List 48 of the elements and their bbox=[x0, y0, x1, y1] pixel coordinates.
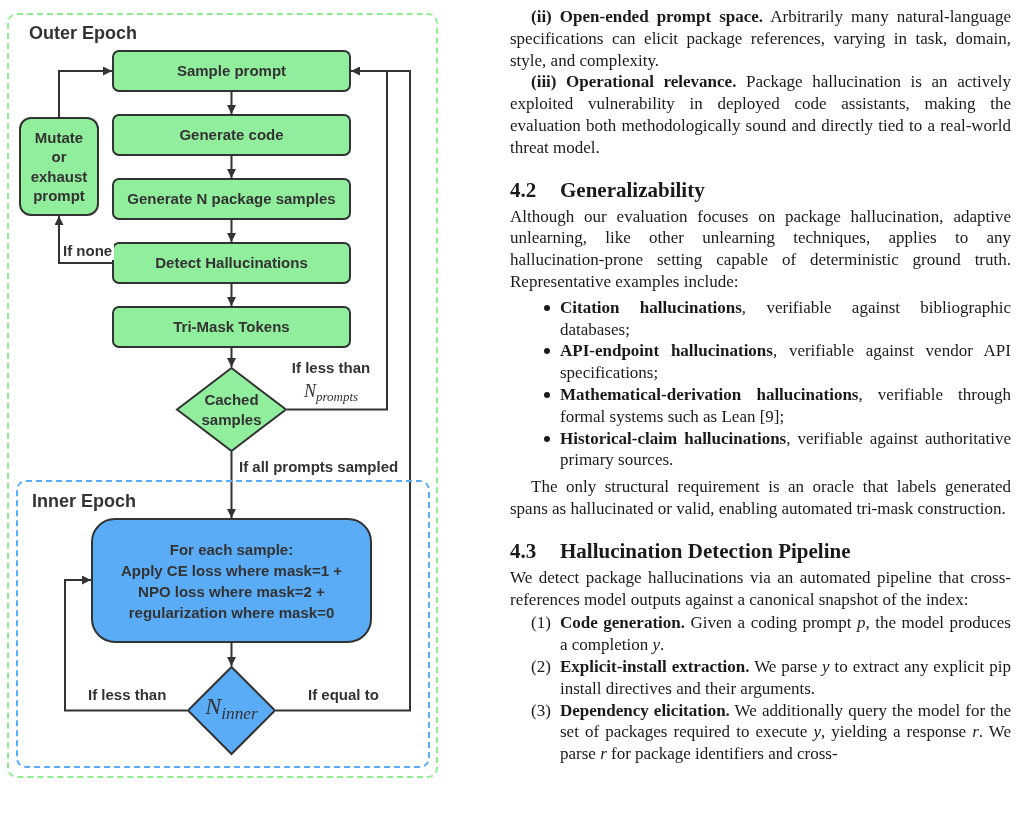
connector-line bbox=[286, 70, 388, 411]
edge-label: If none bbox=[61, 241, 115, 260]
list-item-text: Mathematical-derivation hallucinations, verifiable through formal systems such as Lean [9]; bbox=[560, 383, 1011, 428]
process-box bbox=[91, 518, 372, 643]
decision-diamond: Cached samples bbox=[176, 367, 287, 452]
arrow bbox=[54, 215, 113, 264]
list-number: (3) bbox=[531, 699, 551, 722]
arrow bbox=[227, 91, 236, 115]
process-box: Detect Hallucinations bbox=[112, 242, 351, 284]
group-title: Inner Epoch bbox=[32, 490, 136, 512]
section-number: 4.3 bbox=[510, 537, 538, 564]
paragraph: Although our evaluation focuses on package hallucination, adaptive unlearning, like other unlearning techniques, applies to any hallucination-prone setting capable of deterministic ground truth. Representative examples include: bbox=[510, 205, 1011, 293]
list-item-text: Code generation. Given a coding prompt p, the model produces a completion y. bbox=[560, 612, 1011, 656]
box-heading: For each sample: bbox=[169, 539, 294, 560]
list-number: (1) bbox=[531, 612, 551, 635]
process-box: Generate code bbox=[112, 114, 351, 156]
list-number: (2) bbox=[531, 655, 551, 678]
group-title: Outer Epoch bbox=[29, 22, 137, 44]
arrow bbox=[227, 219, 236, 243]
arrow bbox=[227, 155, 236, 179]
list-item-text: Dependency elicitation. We additionally query the model for the set of packages required to execute y, yielding a response r. We parse r for package identifiers and cross- bbox=[560, 699, 1011, 765]
connector-line bbox=[275, 70, 411, 712]
arrow bbox=[227, 347, 236, 368]
section-number: 4.2 bbox=[510, 176, 538, 203]
arrow bbox=[58, 66, 113, 118]
process-box: Mutate or exhaust prompt bbox=[19, 117, 99, 216]
arrow bbox=[227, 451, 236, 519]
process-box: Tri-Mask Tokens bbox=[112, 306, 351, 348]
section-heading: Generalizability bbox=[560, 176, 705, 203]
process-box: Generate N package samples bbox=[112, 178, 351, 220]
paragraph: (iii) Operational relevance. Package hallucination is an actively exploited vulnerability in deployed code assistants, making the evaluation both methodologically sound and directly tied to a real-world threat model. bbox=[510, 71, 1011, 159]
arrow bbox=[64, 575, 188, 712]
dashed-group-box bbox=[7, 13, 438, 778]
paragraph: We detect package hallucinations via an automated pipeline that cross-references model outputs against a canonical snapshot of the index: bbox=[510, 566, 1011, 611]
paragraph: The only structural requirement is an oracle that labels generated spans as hallucinated or valid, enabling automated tri-mask construction. bbox=[510, 476, 1011, 520]
list-item-text: Citation hallucinations, verifiable against bibliographic databases; bbox=[560, 296, 1011, 341]
dashed-group-box bbox=[16, 480, 430, 768]
section-heading: Hallucination Detection Pipeline bbox=[560, 537, 851, 564]
list-item-text: Explicit-install extraction. We parse y to extract any explicit pip install directives and their arguments. bbox=[560, 655, 1011, 700]
list-item-text: Historical-claim hallucinations, verifiable against authoritative primary sources. bbox=[560, 427, 1011, 472]
arrow bbox=[350, 66, 388, 76]
arrow bbox=[227, 283, 236, 307]
decision-diamond: N$_{inner}$ bbox=[187, 666, 276, 755]
box-text: Apply CE loss where mask=1 + NPO loss where mask=2 + regularization where mask=0 bbox=[120, 560, 343, 623]
process-box: Sample prompt bbox=[112, 50, 351, 92]
paragraph: (ii) Open-ended prompt space. Arbitrarily many natural-language specifications can elicit package references, varying in task, domain, style, and complexity. bbox=[510, 6, 1011, 72]
list-item-text: API-endpoint hallucinations, verifiable against vendor API specifications; bbox=[560, 340, 1011, 384]
arrow bbox=[227, 642, 236, 667]
